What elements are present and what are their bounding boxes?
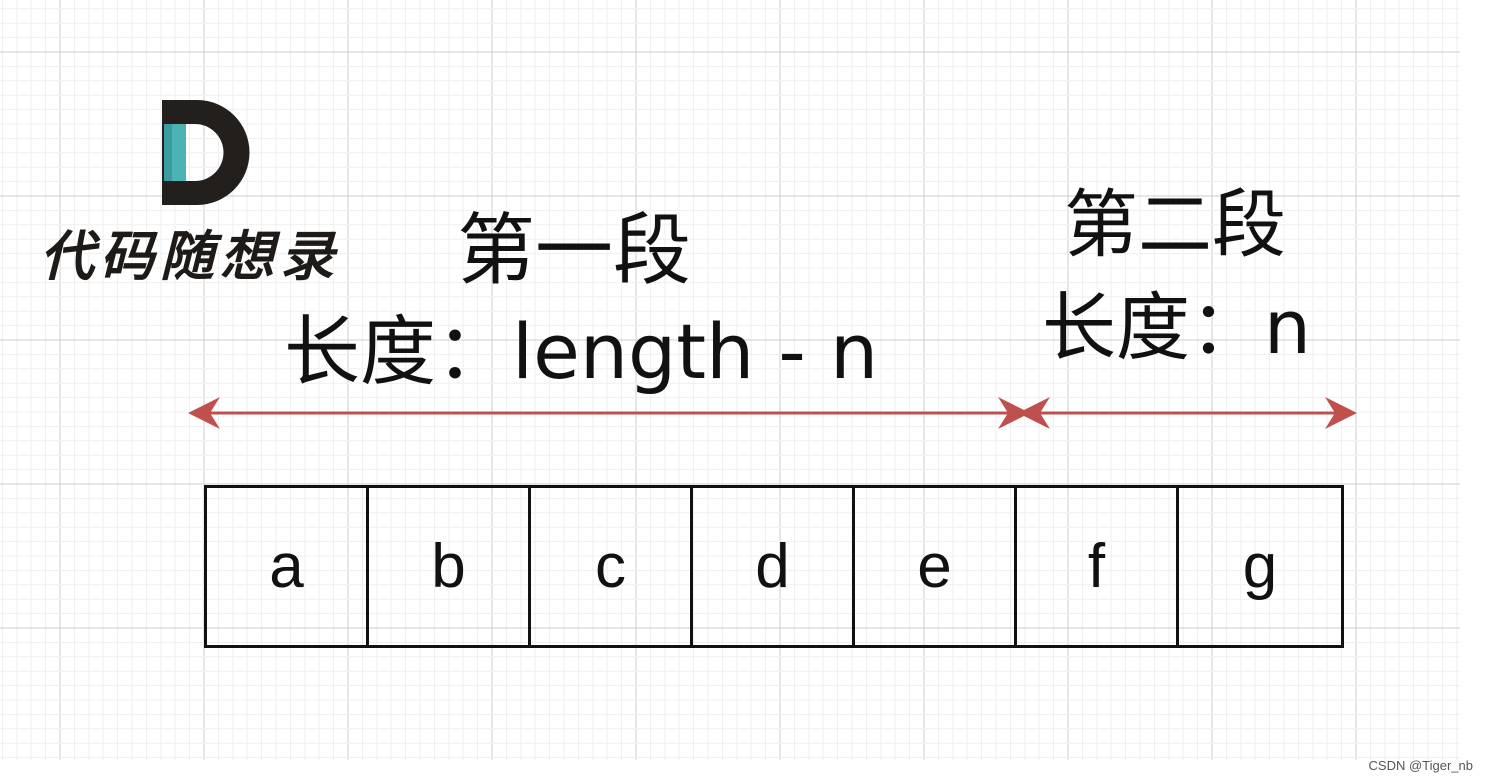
array-cells: a b c d e f g xyxy=(204,485,1344,648)
array-cell-c: c xyxy=(531,488,693,645)
array-cell-e: e xyxy=(855,488,1017,645)
segment-1-arrowhead-right xyxy=(998,397,1030,429)
logo-d-mark xyxy=(162,100,250,205)
watermark: CSDN @Tiger_nb xyxy=(1368,758,1473,773)
array-cell-g: g xyxy=(1242,532,1278,601)
segment-2-arrowhead-left xyxy=(1018,397,1050,429)
segment-1-arrowhead-left xyxy=(188,397,220,429)
segment-2-arrowhead-right xyxy=(1325,397,1357,429)
segment-2-length: 长度：n xyxy=(1042,285,1311,371)
array-cell-b: b xyxy=(369,488,531,645)
array-cell-f: f xyxy=(1017,488,1179,645)
segment-2-title: 第二段 xyxy=(1064,182,1286,268)
logo-text: 代码随想录 xyxy=(40,224,340,288)
array-cell-d: d xyxy=(693,488,855,645)
segment-1-title: 第一段 xyxy=(457,206,692,296)
array-cell-a: a xyxy=(207,488,369,645)
segment-1-length: 长度：length - n xyxy=(284,307,879,396)
logo: 代码随想录 xyxy=(40,100,380,290)
